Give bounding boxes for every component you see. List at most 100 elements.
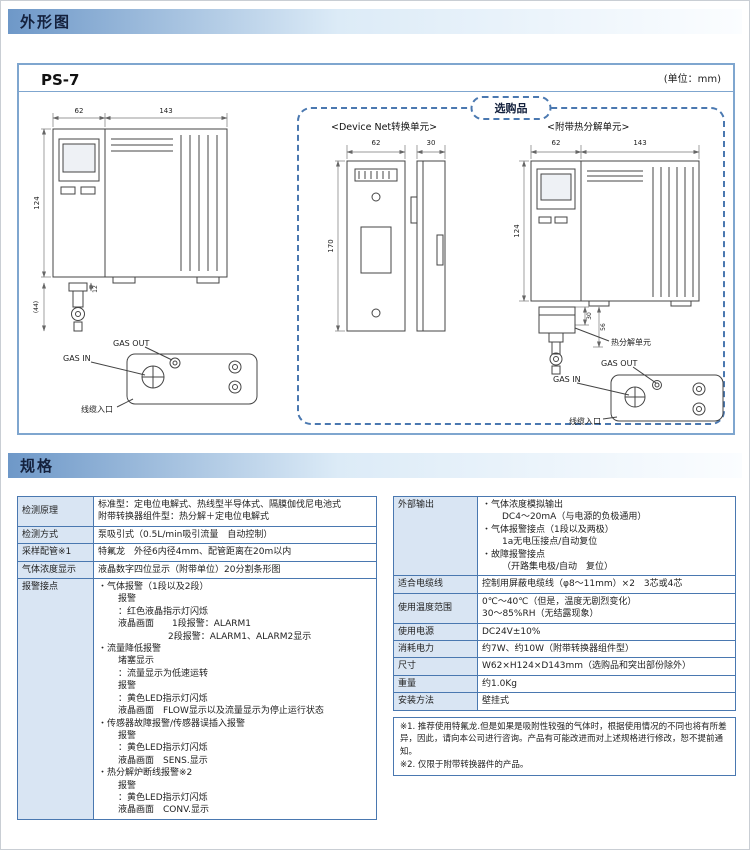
footnotes: ※1. 推荐使用特氟龙.但是如果是吸附性较强的气体时，根据使用情况的不同也将有所… bbox=[393, 716, 736, 776]
spec-line: DC24V±10% bbox=[482, 626, 541, 637]
dimension-labels: 62 30 170 bbox=[327, 139, 435, 253]
dimension-labels: 62 143 124 30 56 bbox=[513, 139, 647, 331]
spec-row: 使用电源 DC24V±10% bbox=[393, 622, 736, 642]
gas-in-label: GAS IN bbox=[63, 354, 91, 363]
dim-width-62: 62 bbox=[552, 139, 561, 147]
spec-line: 液晶画面 FLOW显示以及流量显示为停止运行状态 bbox=[118, 706, 324, 717]
thermal-title: <附带热分解单元> bbox=[547, 122, 630, 133]
spec-line: DC4～20mA（与电源的负极通用） bbox=[502, 512, 647, 523]
spec-row-label: 检测原理 bbox=[17, 496, 94, 527]
title-strip bbox=[19, 65, 733, 92]
gas-out-label: GAS OUT bbox=[601, 359, 637, 368]
spec-line: 液晶画面 SENS.显示 bbox=[118, 755, 208, 766]
optional-items-label: 选购品 bbox=[470, 96, 552, 120]
spec-line: 约7W、约10W（附带转换器组件型） bbox=[482, 644, 634, 655]
spec-line: ・传感器故障报警/传感器误插入报警 bbox=[98, 718, 246, 729]
spec-line: ・气体浓度模拟输出 bbox=[482, 500, 564, 510]
spec-line: ・流量降低报警 bbox=[98, 644, 162, 655]
spec-row-label: 安装方法 bbox=[393, 692, 478, 711]
spec-row-value: 约1.0Kg bbox=[477, 674, 736, 694]
spec-right-column: 外部输出・气体浓度模拟输出 DC4～20mA（与电源的负极通用）・气体报警接点（1… bbox=[393, 495, 736, 776]
spec-row-value: 特氟龙 外径6内径4mm、配管距离在20m以内 bbox=[93, 543, 377, 562]
spec-row-label: 重量 bbox=[393, 674, 478, 694]
unit-note: (单位：mm) bbox=[663, 74, 721, 85]
spec-table-right: 外部输出・气体浓度模拟输出 DC4～20mA（与电源的负极通用）・气体报警接点（1… bbox=[393, 495, 736, 711]
port-labels: GAS OUT GAS IN 线缆入口 bbox=[63, 339, 149, 414]
spec-row: 气体浓度显示液晶数字四位显示（附带单位）20分割条形图 bbox=[17, 560, 377, 580]
spec-row: 检测原理标准型：定电位电解式、热线型半导体式、隔膜伽伐尼电池式附带转换器组件型：… bbox=[17, 496, 377, 527]
spec-row-label: 报警接点 bbox=[17, 578, 94, 820]
spec-table-left: 检测原理标准型：定电位电解式、热线型半导体式、隔膜伽伐尼电池式附带转换器组件型：… bbox=[17, 496, 377, 820]
thermal-outline bbox=[530, 160, 724, 422]
spec-line: ・故障报警接点 bbox=[482, 549, 546, 560]
dim-30: 30 bbox=[586, 312, 593, 320]
spec-line: ・气体报警（1段以及2段） bbox=[98, 582, 209, 593]
spec-line: 泵吸引式（0.5L/min吸引流量 自动控制） bbox=[98, 529, 273, 540]
spec-line: 2段报警：ALARM1、ALARM2显示 bbox=[168, 631, 312, 642]
spec-row-label: 采样配管※1 bbox=[17, 543, 94, 562]
spec-row-label: 气体浓度显示 bbox=[17, 560, 94, 580]
section-header-outline: 外形图 bbox=[8, 9, 742, 34]
spec-line: ：流量显示为低速运转 bbox=[118, 668, 209, 679]
spec-row-value: ・气体报警（1段以及2段）报警：红色液晶指示灯闪烁液晶画面 1段报警：ALARM… bbox=[93, 578, 377, 820]
dimension-labels: 62 143 124 12 (44) bbox=[33, 107, 173, 313]
optional-items-box: 选购品 <Device Net转换单元> <附带热分解单元> bbox=[297, 96, 725, 426]
spec-row-label: 使用温度范围 bbox=[393, 592, 478, 624]
gas-out-label: GAS OUT bbox=[113, 339, 149, 348]
main-unit-drawing: 62 143 124 12 (44) GAS OUT GAS IN 线缆入口 bbox=[33, 107, 258, 414]
thermal-unit-label: 热分解单元 bbox=[611, 337, 651, 347]
spec-line: 1a无电压接点/自动复位 bbox=[502, 537, 598, 548]
spec-line: 液晶画面 CONV.显示 bbox=[118, 805, 209, 816]
spec-row-value: ・气体浓度模拟输出 DC4～20mA（与电源的负极通用）・气体报警接点（1段以及两… bbox=[477, 495, 736, 577]
spec-line: 报警 bbox=[118, 681, 137, 692]
section-title-outline: 外形图 bbox=[20, 13, 72, 31]
thermal-unit-drawing: 62 143 124 30 56 热分解单元 GAS OUT GAS IN 线缆… bbox=[513, 139, 724, 426]
cable-entry-label: 线缆入口 bbox=[81, 404, 113, 414]
cable-entry-label: 线缆入口 bbox=[569, 416, 601, 426]
spec-row-value: 液晶数字四位显示（附带单位）20分割条形图 bbox=[93, 560, 377, 580]
dim-12: 12 bbox=[92, 285, 99, 293]
dim-width-62: 62 bbox=[75, 107, 84, 115]
spec-row-value: 泵吸引式（0.5L/min吸引流量 自动控制） bbox=[93, 525, 377, 545]
devicenet-unit-drawing: 62 30 170 bbox=[327, 139, 446, 332]
spec-row: 检测方式泵吸引式（0.5L/min吸引流量 自动控制） bbox=[17, 525, 377, 545]
spec-row-label: 适合电缆线 bbox=[393, 575, 478, 594]
spec-line: 特氟龙 外径6内径4mm、配管距离在20m以内 bbox=[98, 547, 292, 558]
spec-line: 液晶画面 1段报警：ALARM1 bbox=[118, 619, 252, 630]
spec-line: 标准型：定电位电解式、热线型半导体式、隔膜伽伐尼电池式 bbox=[98, 500, 342, 510]
spec-line: 液晶数字四位显示（附带单位）20分割条形图 bbox=[98, 564, 281, 575]
spec-row-value: W62×H124×D143mm（选购品和突出部份除外） bbox=[477, 657, 736, 676]
spec-line: W62×H124×D143mm（选购品和突出部份除外） bbox=[482, 661, 692, 672]
spec-line: 报警 bbox=[118, 780, 137, 791]
spec-line: ・气体报警接点（1段以及两极） bbox=[482, 524, 614, 535]
spec-line: 堵塞显示 bbox=[118, 656, 155, 667]
spec-row: 安装方法壁挂式 bbox=[393, 692, 736, 711]
spec-row-value: DC24V±10% bbox=[477, 622, 736, 642]
port-labels: 热分解单元 GAS OUT GAS IN 线缆入口 bbox=[553, 337, 651, 426]
devicenet-title: <Device Net转换单元> bbox=[331, 122, 438, 133]
devicenet-outline bbox=[346, 160, 446, 332]
spec-line: ※2. 仅限于附带转换器件的产品。 bbox=[400, 759, 529, 770]
gas-in-label: GAS IN bbox=[553, 375, 581, 384]
spec-row: 外部输出・气体浓度模拟输出 DC4～20mA（与电源的负极通用）・气体报警接点（1… bbox=[393, 495, 736, 577]
spec-line: ：黄色LED指示灯闪烁 bbox=[118, 792, 208, 803]
spec-line: 控制用屏蔽电缆线（φ8～11mm）×2 3芯或4芯 bbox=[482, 579, 683, 590]
dim-depth-30: 30 bbox=[427, 139, 436, 147]
dim-height-124: 124 bbox=[513, 224, 521, 238]
dimension-lines bbox=[335, 145, 446, 332]
spec-line: 报警 bbox=[118, 594, 137, 605]
dim-height-170: 170 bbox=[327, 239, 335, 252]
dimension-lines bbox=[519, 145, 700, 348]
spec-row-value: 标准型：定电位电解式、热线型半导体式、隔膜伽伐尼电池式附带转换器组件型：热分解＋… bbox=[93, 496, 377, 527]
spec-row-value: 壁挂式 bbox=[477, 692, 736, 711]
spec-line: ：黄色LED指示灯闪烁 bbox=[118, 743, 208, 754]
spec-row: 报警接点・气体报警（1段以及2段）报警：红色液晶指示灯闪烁液晶画面 1段报警：A… bbox=[17, 578, 377, 820]
spec-row-label: 外部输出 bbox=[393, 495, 478, 577]
spec-row-label: 使用电源 bbox=[393, 622, 478, 642]
dim-width-62: 62 bbox=[372, 139, 381, 147]
spec-line: 壁挂式 bbox=[482, 696, 510, 707]
spec-line: 约1.0Kg bbox=[482, 678, 517, 689]
